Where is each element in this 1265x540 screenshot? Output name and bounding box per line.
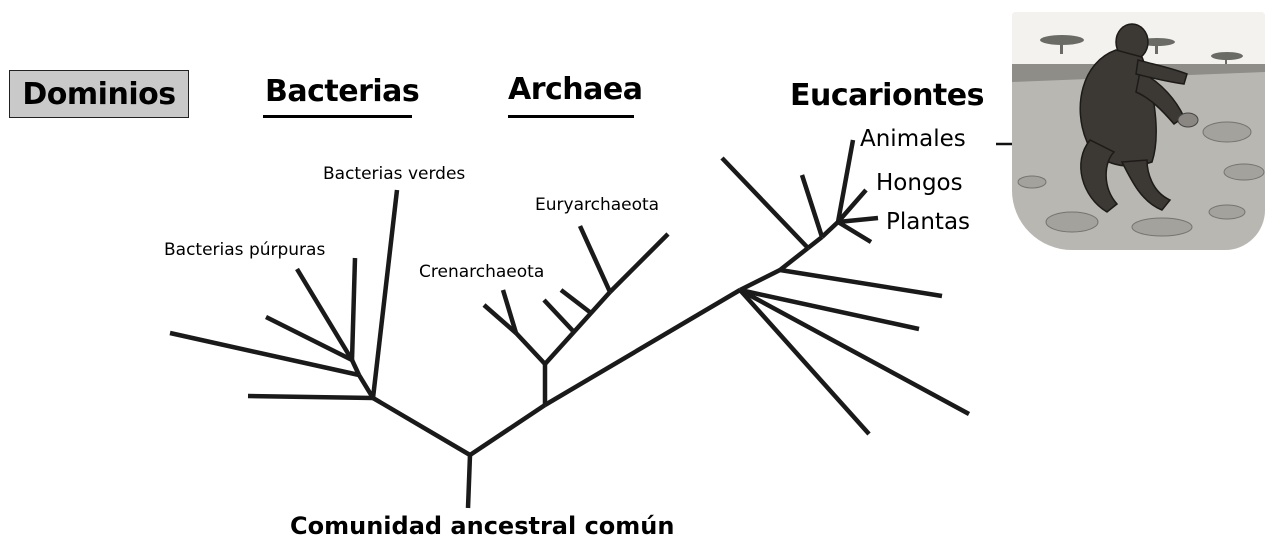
bacteria-branch — [248, 396, 373, 398]
plants-branch — [838, 222, 871, 242]
archaea-branch — [610, 234, 668, 292]
early-human-illustration — [1012, 12, 1265, 250]
bacteria-branch — [359, 375, 373, 398]
eukarya-branch — [808, 237, 822, 248]
archaea-branch — [516, 333, 545, 364]
archaea-branch — [544, 300, 574, 332]
backbone-branch — [545, 290, 740, 405]
backbone-branch — [470, 405, 545, 455]
eukarya-branch — [780, 270, 942, 296]
root-trunk — [468, 455, 470, 508]
eukarya-branch — [740, 270, 780, 290]
eukarya-branch — [802, 175, 822, 237]
eukarya-branch — [722, 158, 808, 248]
green-bacteria-branch — [373, 190, 397, 398]
archaea-branch — [580, 226, 610, 292]
bacteria-branch — [352, 258, 355, 360]
hominid-figure — [1012, 12, 1265, 250]
bacteria-main-branch — [373, 398, 470, 455]
plants-branch — [838, 218, 878, 222]
bacteria-branch — [170, 333, 359, 375]
eukarya-branch — [822, 222, 838, 237]
eukarya-branch — [780, 248, 808, 270]
archaea-branch — [561, 290, 591, 313]
eukarya-branch — [740, 290, 969, 414]
